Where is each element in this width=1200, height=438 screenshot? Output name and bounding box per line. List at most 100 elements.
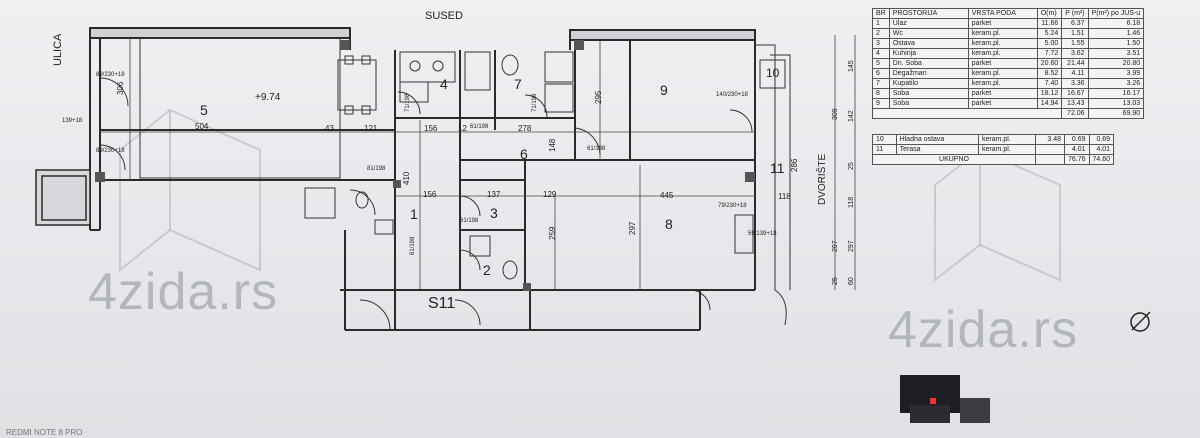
wall-top-right	[569, 29, 756, 41]
room-number-11: 11	[770, 160, 785, 176]
table-cell: keram.pl.	[977, 134, 1037, 145]
table-total-row: UKUPNO 76.76 74.60	[872, 154, 1115, 165]
table-cell: Degažman	[888, 68, 969, 79]
camera-watermark: REDMI NOTE 8 PRO	[6, 428, 83, 437]
col-header-jus-area: P(m²) po JUS-u	[1087, 8, 1145, 19]
table-cell: parket	[967, 98, 1038, 109]
side-dim-145: 145	[848, 60, 855, 72]
dim-118: 118	[778, 192, 791, 201]
room-number-6: 6	[520, 146, 528, 162]
side-dim-25b: 25	[832, 277, 839, 285]
watermark-logo-right	[934, 148, 1061, 283]
col-header-br: BR	[872, 8, 890, 19]
dim-148: 148	[548, 138, 557, 152]
table-cell: 3	[872, 38, 890, 49]
table-cell: 4	[872, 48, 890, 59]
table-cell: parket	[967, 58, 1038, 69]
wall-top-left	[89, 27, 351, 39]
table-cell: 1.51	[1061, 28, 1089, 39]
key-plan-thumbnail	[900, 375, 990, 423]
table-cell: Soba	[888, 88, 969, 99]
room-number-1: 1	[410, 206, 418, 222]
col-header-floor: VRSTA PODA	[967, 8, 1038, 19]
total-label: UKUPNO	[872, 154, 1036, 165]
table-cell: 2	[872, 28, 890, 39]
table-cell: Kupatilo	[888, 78, 969, 89]
door-label-11: 79/230+18	[718, 203, 747, 209]
side-dim-60: 60	[848, 277, 855, 285]
door-label-7: 81/198	[367, 166, 386, 172]
table-cell: Hladna ostava	[895, 134, 979, 145]
pillars	[95, 40, 755, 291]
table-cell: 8	[872, 88, 890, 99]
table-cell	[1035, 144, 1065, 155]
side-dim-118: 118	[848, 196, 855, 208]
dim-156: 156	[424, 124, 438, 133]
door-swings	[99, 77, 753, 331]
table-cell: keram.pl.	[967, 78, 1038, 89]
table-cell: 10	[872, 134, 897, 145]
table-cell: 20.80	[1087, 58, 1145, 69]
dim-278: 278	[518, 124, 532, 133]
dim-129: 129	[543, 190, 557, 199]
interior-walls	[100, 40, 755, 290]
table-cell: 7.72	[1036, 48, 1063, 59]
dim-445: 445	[660, 191, 674, 200]
table-cell: 1	[872, 18, 890, 29]
side-dim-142: 142	[848, 110, 855, 122]
room-number-9: 9	[660, 82, 668, 98]
col-header-perimeter: O(m)	[1036, 8, 1063, 19]
stair-label: S11	[428, 295, 456, 312]
table-cell: 6.18	[1087, 18, 1145, 29]
table-cell: 0.69	[1064, 134, 1090, 145]
door-label-6: 61/198	[410, 236, 416, 255]
door-label-13: 139+18	[62, 118, 83, 124]
table-cell: 4.01	[1088, 144, 1115, 155]
table-cell: 20.60	[1036, 58, 1063, 69]
table-cell: Ostava	[888, 38, 969, 49]
table-cell: 9	[872, 98, 890, 109]
table-subtotal-row: 72.06 69.90	[871, 108, 1145, 119]
dim-504: 504	[195, 122, 209, 131]
watermark-text-left: 4zida.rs	[88, 263, 279, 321]
table-cell: 7.40	[1036, 78, 1063, 89]
table-cell: 5.24	[1036, 28, 1063, 39]
room-number-4: 4	[440, 76, 448, 92]
table-cell: 3.36	[1061, 78, 1089, 89]
table-cell: parket	[967, 18, 1038, 29]
door-label-3: 61/198	[470, 124, 489, 130]
dim-410: 410	[402, 171, 411, 185]
door-label-2: 89/230+18	[96, 148, 125, 154]
door-label-5: 61/198	[460, 218, 479, 224]
table-cell: 13.43	[1061, 98, 1089, 109]
furniture	[139, 37, 791, 326]
table-cell: keram.pl.	[967, 28, 1038, 39]
table-cell: 21.44	[1061, 58, 1089, 69]
table-cell: keram.pl.	[967, 68, 1038, 79]
room-number-5: 5	[200, 102, 208, 118]
room-number-7: 7	[514, 76, 522, 92]
door-label-10: 140/230+18	[716, 92, 748, 98]
table-cell: 1.46	[1087, 28, 1145, 39]
table-cell: 3.51	[1087, 48, 1145, 59]
col-header-area: P (m²)	[1061, 8, 1089, 19]
table-cell: 4.11	[1061, 68, 1089, 79]
dim-297: 297	[628, 221, 637, 235]
neighbor-label: SUSED	[425, 10, 463, 22]
table-cell: 16.67	[1061, 88, 1089, 99]
street-label: ULICA	[52, 33, 64, 66]
table-cell: 8.52	[1036, 68, 1063, 79]
side-dim-25: 25	[848, 162, 855, 170]
table-cell: 3.48	[1035, 134, 1065, 145]
table-header-row: BR PROSTORIJA VRSTA PODA O(m) P (m²) P(m…	[872, 8, 1145, 19]
table-cell: 1.50	[1087, 38, 1145, 49]
